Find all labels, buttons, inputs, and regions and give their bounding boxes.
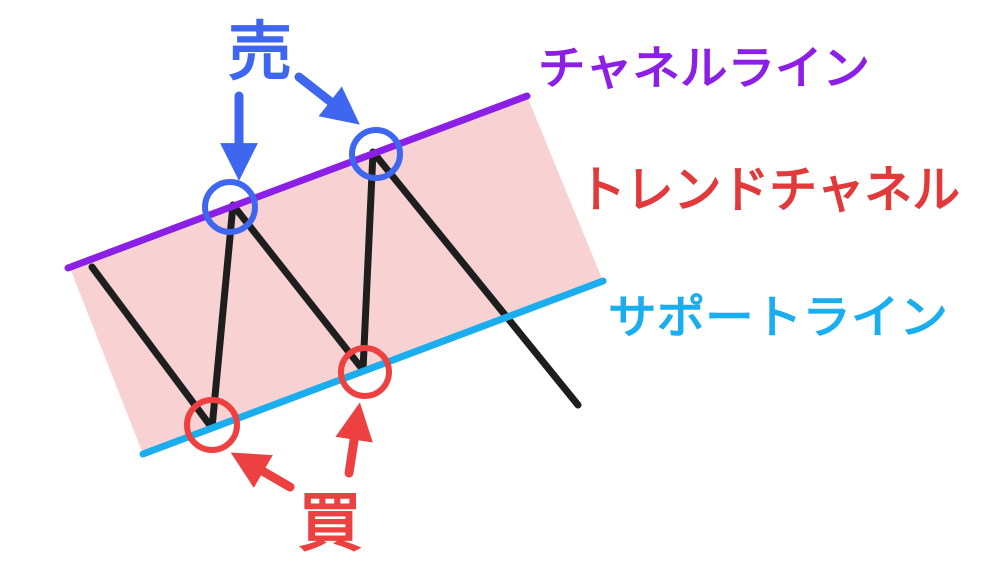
buy-arrow-1	[230, 452, 295, 492]
support-line	[139, 277, 607, 458]
sell-arrow-2	[294, 72, 360, 125]
trend-channel-label: トレンドチャネル	[578, 161, 960, 219]
price-path	[88, 148, 582, 432]
sell-label: 売	[228, 16, 292, 90]
buy-point-2	[338, 345, 392, 399]
buy-arrow-2	[335, 402, 373, 478]
channel-line-label: チャネルライン	[538, 41, 870, 95]
support-line-label: サポートライン	[608, 290, 948, 344]
buy-label: 買	[298, 487, 362, 561]
channel-area	[70, 96, 603, 454]
sell-point-1	[202, 179, 258, 235]
sell-point-2	[349, 127, 403, 181]
channel-line	[64, 92, 531, 272]
buy-point-1	[184, 397, 240, 453]
